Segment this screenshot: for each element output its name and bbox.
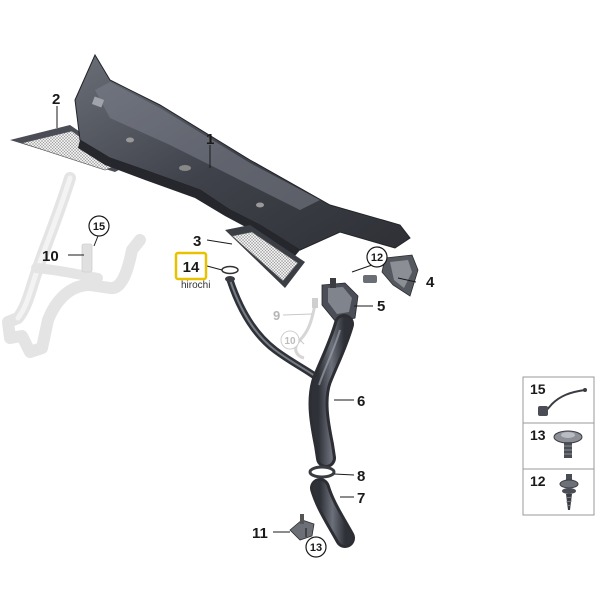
- callout-3: 3: [193, 233, 201, 250]
- callout-12-circle: 12: [366, 246, 388, 268]
- callout-6: 6: [357, 393, 365, 410]
- drain-hose-part-6: [308, 314, 354, 468]
- legend-panel: 15 13 12: [522, 376, 595, 516]
- faded-hose-assembly-left: [2, 172, 146, 358]
- callout-13-circle: 13: [305, 536, 327, 558]
- svg-text:15: 15: [93, 221, 105, 233]
- legend-item-15[interactable]: 15: [522, 376, 595, 424]
- legend-item-12[interactable]: 12: [522, 468, 595, 516]
- svg-text:12: 12: [530, 473, 546, 489]
- callout-9: 9: [273, 308, 280, 323]
- grommet-part-14: [221, 265, 239, 275]
- svg-text:15: 15: [530, 381, 546, 397]
- callout-14-highlighted[interactable]: 14: [174, 251, 208, 281]
- grommet-icon: [179, 165, 191, 171]
- cowl-panel: [74, 53, 411, 256]
- callout-15-circle: 15: [88, 215, 110, 237]
- hose-connector-part-5: [321, 278, 359, 323]
- rivet-icon: [553, 430, 583, 458]
- bracket-part-11: [289, 514, 315, 541]
- water-deflector-right: [225, 225, 305, 288]
- callout-5: 5: [377, 298, 385, 315]
- svg-text:12: 12: [371, 252, 383, 264]
- drain-hose-part-7: [310, 478, 355, 548]
- o-ring-part-8: [308, 465, 336, 479]
- legend-item-13[interactable]: 13: [522, 422, 595, 470]
- callout-11: 11: [252, 525, 268, 542]
- faded-clip-icon: [81, 243, 93, 273]
- callout-1: 1: [206, 131, 214, 148]
- callout-7: 7: [357, 490, 365, 507]
- drain-hose-thin: [226, 276, 326, 386]
- svg-text:13: 13: [530, 427, 546, 443]
- faded-hose-part-9: [294, 298, 318, 360]
- callout-10: 10: [42, 248, 59, 265]
- leader-lines: [56, 106, 417, 537]
- watermark-text: hirochi: [181, 280, 210, 291]
- callout-10-faded-circle: 10: [280, 330, 300, 350]
- svg-text:13: 13: [310, 542, 322, 554]
- svg-text:14: 14: [183, 259, 200, 276]
- screw-icon: [559, 474, 579, 510]
- callout-4: 4: [426, 274, 435, 291]
- cable-clip-icon: [538, 388, 587, 416]
- bracket-part-4: [363, 254, 419, 297]
- callout-2: 2: [52, 91, 60, 108]
- screw-icon: [363, 275, 377, 283]
- svg-text:10: 10: [284, 336, 296, 347]
- callout-8: 8: [357, 468, 365, 485]
